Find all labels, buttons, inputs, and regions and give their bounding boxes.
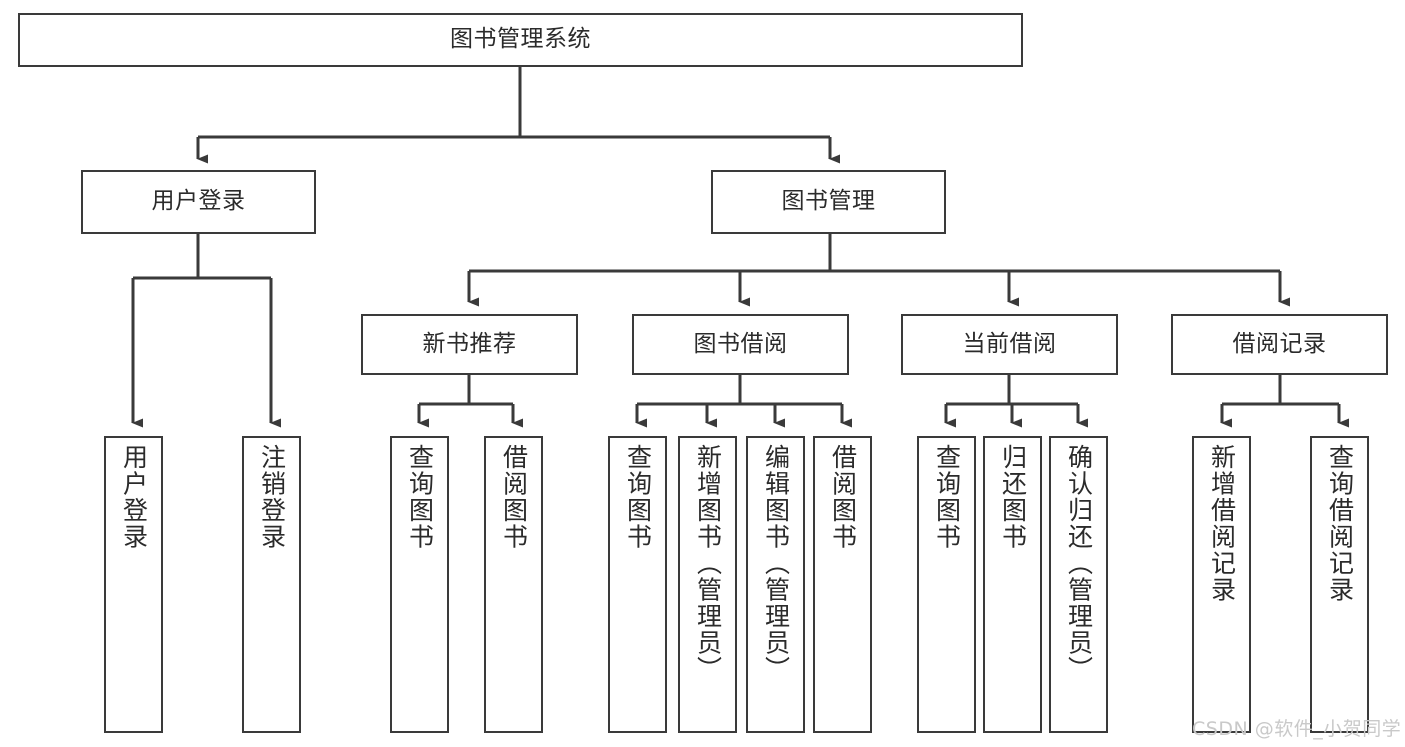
node-book-management-system[interactable]: 图书管理系统 [18, 13, 1023, 67]
leaf-add-book[interactable]: 新增图书（管理员） [678, 436, 737, 733]
leaf-user-login[interactable]: 用户登录 [104, 436, 163, 733]
leaf-confirm-return[interactable]: 确认归还（管理员） [1049, 436, 1108, 733]
node-label: 注销登录 [257, 444, 287, 550]
node-label: 新增图书（管理员） [693, 444, 723, 683]
node-label: 图书管理系统 [450, 26, 591, 53]
node-label: 查询图书 [932, 444, 962, 550]
node-book-borrow[interactable]: 图书借阅 [632, 314, 849, 375]
node-label: 图书借阅 [693, 330, 788, 357]
node-label: 编辑图书（管理员） [761, 444, 791, 683]
csdn-watermark: CSDN @软件_小贺同学 [1192, 718, 1402, 740]
node-label: 归还图书 [998, 444, 1028, 550]
node-label: 图书管理 [781, 188, 876, 215]
node-label: 用户登录 [119, 444, 149, 550]
node-label: 当前借阅 [962, 330, 1057, 357]
node-label: 查询借阅记录 [1325, 444, 1355, 603]
leaf-return-book[interactable]: 归还图书 [983, 436, 1042, 733]
node-label: 借阅图书 [828, 444, 858, 550]
node-label: 查询图书 [623, 444, 653, 550]
node-label: 借阅图书 [499, 444, 529, 550]
node-user-login[interactable]: 用户登录 [81, 170, 316, 234]
node-borrow-record[interactable]: 借阅记录 [1171, 314, 1388, 375]
node-label: 借阅记录 [1232, 330, 1327, 357]
node-current-borrow[interactable]: 当前借阅 [901, 314, 1118, 375]
node-book-management[interactable]: 图书管理 [711, 170, 946, 234]
node-label: 用户登录 [151, 188, 246, 215]
leaf-add-borrow-record[interactable]: 新增借阅记录 [1192, 436, 1251, 733]
node-label: 查询图书 [405, 444, 435, 550]
leaf-borrow-book[interactable]: 借阅图书 [813, 436, 872, 733]
leaf-logout-login[interactable]: 注销登录 [242, 436, 301, 733]
leaf-edit-book[interactable]: 编辑图书（管理员） [746, 436, 805, 733]
node-label: 新增借阅记录 [1207, 444, 1237, 603]
leaf-query-book-recommend[interactable]: 查询图书 [390, 436, 449, 733]
leaf-query-borrow-record[interactable]: 查询借阅记录 [1310, 436, 1369, 733]
node-label: 确认归还（管理员） [1064, 444, 1094, 683]
node-new-book-recommend[interactable]: 新书推荐 [361, 314, 578, 375]
leaf-query-book-current[interactable]: 查询图书 [917, 436, 976, 733]
leaf-query-book-borrow[interactable]: 查询图书 [608, 436, 667, 733]
node-label: 新书推荐 [422, 330, 517, 357]
leaf-borrow-book-recommend[interactable]: 借阅图书 [484, 436, 543, 733]
